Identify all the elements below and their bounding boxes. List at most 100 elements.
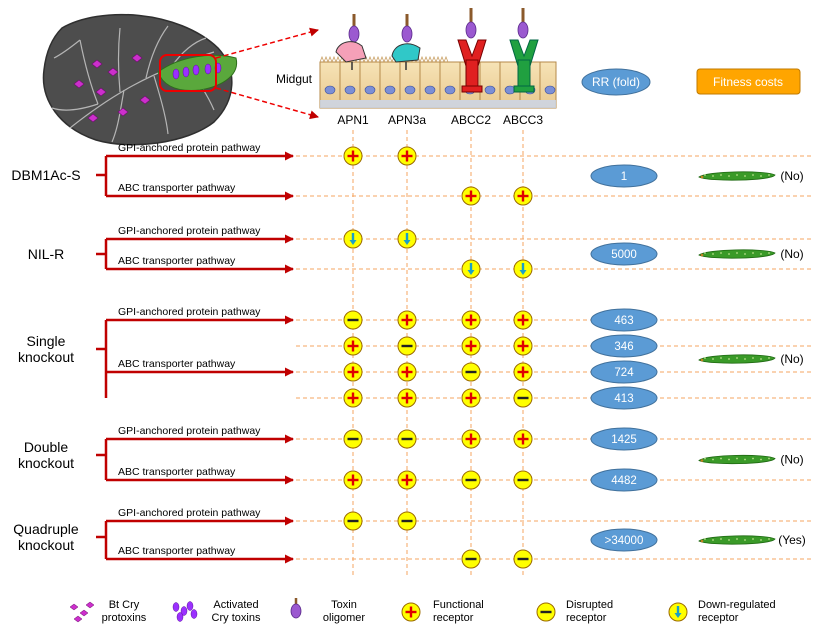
- larva-icon: [698, 171, 776, 181]
- disrupted-receptor-icon: [343, 429, 363, 449]
- rr-value: 5000: [611, 249, 637, 261]
- abcc2-receptor-graphic: [457, 8, 487, 93]
- rr-value: 724: [614, 367, 634, 379]
- down-receptor-icon: [397, 229, 417, 249]
- rr-value-badge: 463: [590, 308, 658, 332]
- pathway-label: GPI-anchored protein pathway: [118, 507, 261, 519]
- fitness-cost-value: (No): [780, 352, 803, 366]
- functional-receptor-icon: [397, 146, 417, 166]
- functional-receptor-icon: [397, 388, 417, 408]
- toxin-oligomer-icon: [290, 598, 302, 619]
- down-receptor-icon: [668, 602, 688, 622]
- fitness-cost-value: (No): [780, 453, 803, 467]
- functional-receptor-icon: [397, 362, 417, 382]
- rr-value-badge: 413: [590, 386, 658, 410]
- rr-value: 4482: [611, 475, 637, 487]
- down-receptor-icon: [461, 259, 481, 279]
- fitness-costs-badge: [696, 68, 801, 95]
- legend-protoxins-line1: Bt Cry: [109, 599, 140, 611]
- legend-down-line1: Down-regulated: [698, 599, 776, 611]
- larva-icon: [698, 354, 776, 364]
- midgut-epithelium: [319, 55, 557, 109]
- legend-activated-line2: Cry toxins: [212, 612, 261, 624]
- rr-value-badge: 5000: [590, 242, 658, 266]
- functional-receptor-icon: [513, 336, 533, 356]
- rr-value: 463: [614, 315, 633, 327]
- rr-value-badge: >34000: [590, 528, 658, 552]
- receptor-illustrations: [335, 8, 539, 93]
- receptor-label-apn3a: APN3a: [388, 113, 426, 127]
- rr-value-badge: 1: [590, 164, 658, 188]
- cabbage-leaf-illustration: [42, 13, 238, 146]
- zoom-arrow-bottom: [215, 87, 319, 120]
- legend-functional-line1: Functional: [433, 599, 484, 611]
- functional-receptor-icon: [343, 470, 363, 490]
- legend-disrupted-line1: Disrupted: [566, 599, 613, 611]
- larva-icon: [698, 454, 776, 465]
- rr-value: 346: [614, 341, 633, 353]
- rr-value-badge: 346: [590, 334, 658, 358]
- strain-name: knockout: [18, 349, 74, 365]
- pathway-label: ABC transporter pathway: [118, 545, 236, 557]
- down-receptor-icon: [343, 229, 363, 249]
- disrupted-receptor-icon: [397, 429, 417, 449]
- functional-receptor-icon: [397, 310, 417, 330]
- legend-oligomer-line1: Toxin: [331, 599, 357, 611]
- legend-disrupted-line2: receptor: [566, 612, 607, 624]
- disrupted-receptor-icon: [536, 602, 556, 622]
- functional-receptor-icon: [343, 388, 363, 408]
- pathway-label: ABC transporter pathway: [118, 466, 236, 478]
- strain-name: Double: [24, 439, 69, 455]
- strain-name: knockout: [18, 455, 74, 471]
- disrupted-receptor-icon: [461, 549, 481, 569]
- pathway-label: GPI-anchored protein pathway: [118, 142, 261, 154]
- larva-icon: [698, 535, 776, 545]
- disrupted-receptor-icon: [343, 511, 363, 531]
- fitness-costs-label: Fitness costs: [713, 75, 783, 89]
- functional-receptor-icon: [513, 362, 533, 382]
- strain-name: Quadruple: [13, 521, 79, 537]
- legend-protoxins-line2: protoxins: [102, 612, 147, 624]
- functional-receptor-icon: [461, 429, 481, 449]
- legend-activated-line1: Activated: [213, 599, 258, 611]
- down-receptor-icon: [513, 259, 533, 279]
- strain-name: knockout: [18, 537, 74, 553]
- legend-functional-line2: receptor: [433, 612, 474, 624]
- fitness-cost-value: (No): [780, 169, 803, 183]
- receptor-label-apn1: APN1: [337, 113, 369, 127]
- disrupted-receptor-icon: [397, 511, 417, 531]
- rr-value-badge: 4482: [590, 468, 658, 492]
- disrupted-receptor-icon: [513, 470, 533, 490]
- functional-receptor-icon: [461, 336, 481, 356]
- rr-fold-badge: [581, 68, 651, 96]
- functional-receptor-icon: [343, 336, 363, 356]
- pathway-label: ABC transporter pathway: [118, 182, 236, 194]
- fitness-cost-value: (No): [780, 247, 803, 261]
- pathway-label: GPI-anchored protein pathway: [118, 306, 261, 318]
- rr-value-badge: 724: [590, 360, 658, 384]
- functional-receptor-icon: [343, 146, 363, 166]
- zoom-arrow-top: [215, 27, 319, 59]
- rr-fold-label: RR (fold): [592, 75, 640, 89]
- pathway-label: GPI-anchored protein pathway: [118, 425, 261, 437]
- disrupted-receptor-icon: [461, 470, 481, 490]
- strain-name: Single: [27, 333, 66, 349]
- pathway-label: ABC transporter pathway: [118, 358, 236, 370]
- functional-receptor-icon: [513, 310, 533, 330]
- functional-receptor-icon: [343, 362, 363, 382]
- receptor-label-abcc2: ABCC2: [451, 113, 491, 127]
- functional-receptor-icon: [461, 388, 481, 408]
- functional-receptor-icon: [401, 602, 421, 622]
- disrupted-receptor-icon: [513, 549, 533, 569]
- apn3a-receptor-graphic: [391, 14, 421, 70]
- rr-value: 1425: [611, 434, 637, 446]
- functional-receptor-icon: [513, 186, 533, 206]
- disrupted-receptor-icon: [343, 310, 363, 330]
- disrupted-receptor-icon: [397, 336, 417, 356]
